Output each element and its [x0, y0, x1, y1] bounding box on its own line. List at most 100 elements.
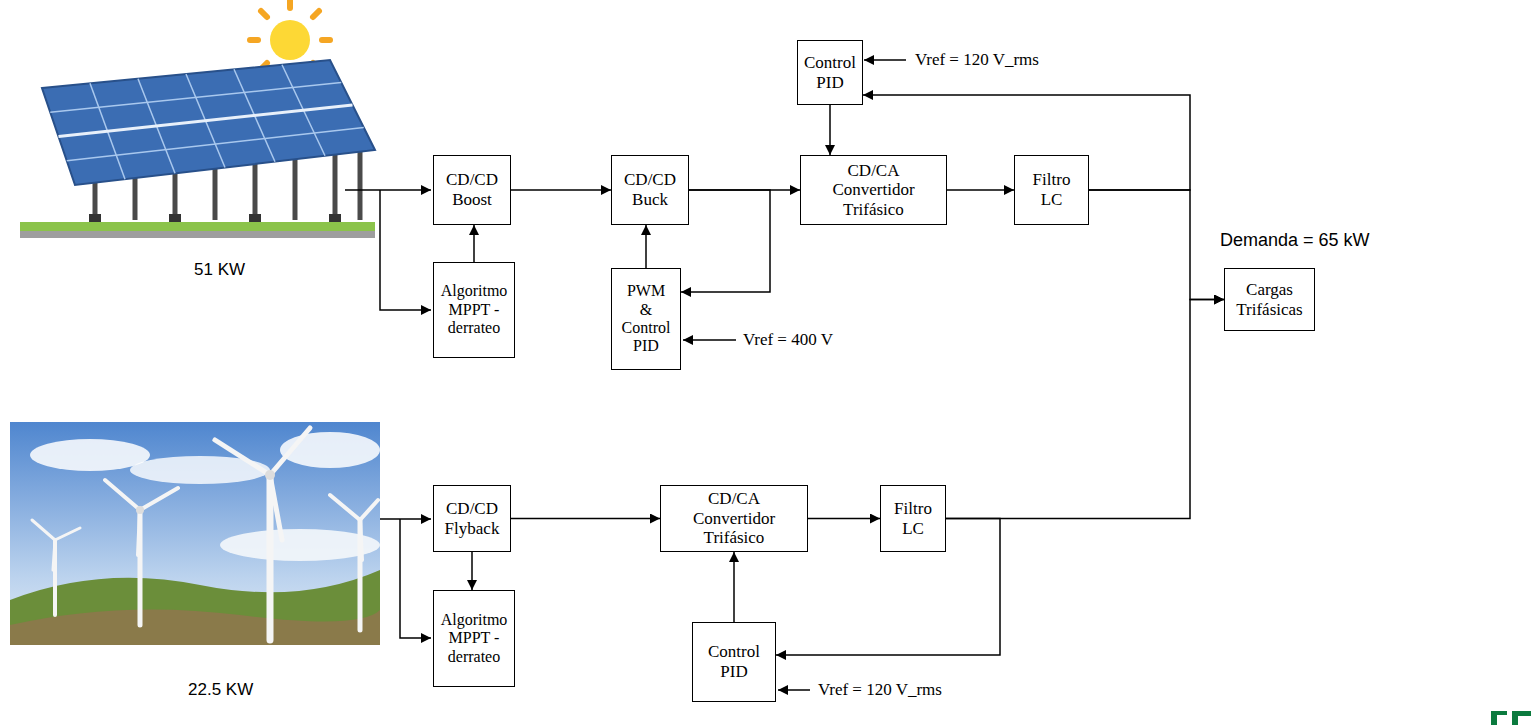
sun-disc: [270, 20, 310, 60]
box-text: Control PID: [801, 53, 859, 92]
source-wires: [345, 190, 431, 638]
box-text: Filtro LC: [891, 499, 936, 538]
controller-box: PWM & Control PID: [611, 268, 681, 370]
demand-label: Demanda = 65 kW: [1218, 230, 1372, 250]
connector: [473, 225, 475, 262]
inverter-box: CD/CA Convertidor Trifásico: [660, 485, 808, 552]
wind-turbine-photo: [10, 422, 380, 645]
reference-voltage: Vref = 400 V: [741, 330, 835, 350]
sun-ray: [250, 37, 258, 43]
connector: [946, 300, 1224, 519]
panel-row-divider: [59, 105, 353, 137]
sun-ray: [322, 37, 330, 43]
cloud: [280, 432, 380, 468]
connector: [733, 552, 735, 622]
solar-wire: [345, 189, 431, 191]
ground-base: [20, 231, 375, 238]
connector: [808, 518, 880, 520]
panel-cell-line: [67, 128, 364, 161]
turbine-tower: [358, 520, 363, 630]
wind-wire: [380, 518, 431, 520]
panel-foot: [89, 214, 101, 222]
filter-box: Filtro LC: [880, 485, 946, 552]
panel-array: [42, 60, 375, 185]
turbine-blade: [330, 495, 360, 520]
inverter-box: CD/CA Convertidor Trifásico: [800, 155, 947, 225]
logo-stroke: [1512, 711, 1518, 725]
connector: [1089, 190, 1224, 300]
converter-box: CD/CD Flyback: [433, 485, 511, 552]
turbine-blade: [53, 540, 55, 570]
turbine-blade: [140, 488, 178, 510]
turbine-blade: [270, 428, 310, 475]
sun-ray: [287, 0, 293, 8]
cloud: [30, 439, 150, 471]
panel-foot: [249, 214, 261, 222]
panel-foot: [329, 214, 341, 222]
solar-sense-wire: [380, 190, 431, 310]
turbine-blade: [105, 480, 140, 510]
ground-slab: [20, 222, 375, 231]
box-text: Control PID: [705, 642, 763, 681]
box-text: CD/CD Buck: [615, 170, 685, 209]
wind-sense-wire: [400, 519, 431, 638]
box-text: CD/CD Flyback: [437, 499, 507, 538]
controller-box: Control PID: [797, 40, 863, 105]
connector: [511, 189, 611, 191]
solar-panel-illustration: [20, 0, 375, 238]
connector: [681, 190, 770, 292]
panel-cell-line: [50, 83, 341, 113]
turbine-blade: [138, 510, 140, 555]
hill: [10, 570, 380, 645]
reference-arrow: [683, 339, 736, 341]
box-text: CD/CA Convertidor Trifásico: [667, 489, 802, 548]
connector: [645, 225, 647, 268]
turbine-blade: [215, 440, 270, 475]
cloud: [220, 529, 380, 561]
turbine-hub: [265, 470, 275, 480]
box-text: CD/CD Boost: [437, 170, 507, 209]
controller-box: Control PID: [692, 622, 776, 702]
connector: [947, 189, 1014, 191]
turbine-blade: [360, 520, 362, 560]
turbine-hub: [136, 506, 144, 514]
load-box: Cargas Trifásicas: [1224, 268, 1315, 331]
box-text: Algoritmo MPPT - derrateo: [437, 282, 511, 337]
turbine-blade: [55, 528, 80, 540]
box-text: Algoritmo MPPT - derrateo: [437, 611, 511, 666]
power-rating: 51 KW: [192, 260, 247, 280]
panel-feet: [89, 214, 341, 222]
box-text: CD/CA Convertidor Trifásico: [806, 161, 941, 220]
box-text: PWM & Control PID: [620, 282, 672, 356]
reference-arrow: [778, 689, 810, 691]
reference-arrow: [864, 59, 906, 61]
turbine-tower: [138, 510, 143, 625]
turbines: [32, 428, 378, 640]
turbine-tower: [53, 540, 57, 615]
sky: [10, 422, 380, 645]
turbine-blade: [360, 500, 378, 520]
algorithm-box: Algoritmo MPPT - derrateo: [433, 262, 515, 358]
algorithm-box: Algoritmo MPPT - derrateo: [433, 590, 515, 687]
reference-voltage: Vref = 120 V_rms: [913, 50, 1041, 70]
sun-ray: [261, 11, 267, 17]
foreground-hill: [10, 609, 380, 645]
connector: [829, 105, 831, 155]
turbine-blade: [270, 475, 282, 540]
converter-box: CD/CD Buck: [611, 155, 689, 225]
converter-box: CD/CD Boost: [433, 155, 511, 225]
panel-foot: [169, 214, 181, 222]
logo-stroke: [1491, 711, 1507, 715]
reference-voltage: Vref = 120 V_rms: [816, 680, 944, 700]
connector: [511, 518, 660, 520]
turbine-blade: [32, 520, 55, 540]
logo-fragment: [1491, 711, 1531, 725]
box-text: Cargas Trifásicas: [1230, 280, 1310, 319]
connector: [471, 552, 473, 590]
box-text: Filtro LC: [1029, 170, 1074, 209]
filter-box: Filtro LC: [1014, 155, 1089, 225]
power-rating: 22.5 KW: [186, 680, 255, 700]
